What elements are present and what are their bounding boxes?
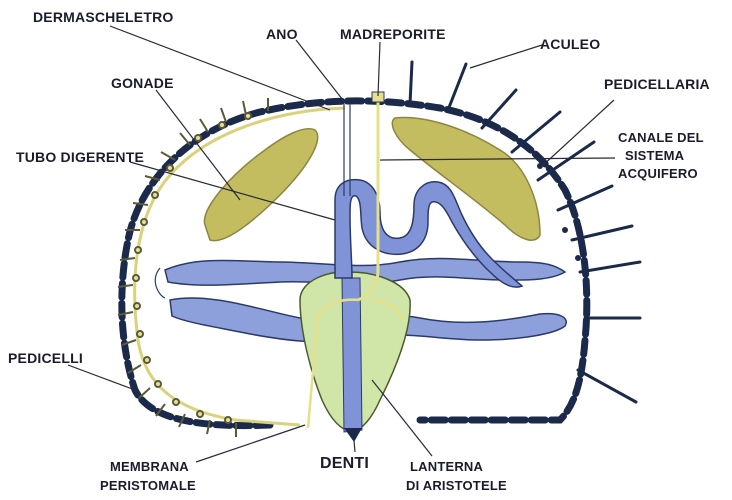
denti (344, 428, 362, 442)
label-tubo-digerente: TUBO DIGERENTE (16, 150, 144, 165)
label-canale-line3: ACQUIFERO (618, 166, 698, 182)
label-lanterna-line2: DI ARISTOTELE (406, 478, 507, 494)
label-aculeo: ACULEO (540, 37, 600, 52)
label-pedicelli: PEDICELLI (8, 351, 83, 366)
label-membrana-line1: MEMBRANA (110, 459, 189, 475)
label-denti: DENTI (320, 456, 369, 471)
label-lanterna-line1: LANTERNA (410, 459, 483, 475)
label-dermascheletro: DERMASCHELETRO (33, 10, 173, 25)
label-membrana-line2: PERISTOMALE (100, 478, 196, 494)
label-pedicellaria: PEDICELLARIA (604, 77, 710, 92)
label-canale-line2: SISTEMA (625, 148, 684, 164)
label-gonade: GONADE (111, 76, 174, 91)
label-madreporite: MADREPORITE (340, 27, 446, 42)
label-ano: ANO (266, 27, 298, 42)
label-canale-line1: CANALE DEL (618, 130, 704, 146)
